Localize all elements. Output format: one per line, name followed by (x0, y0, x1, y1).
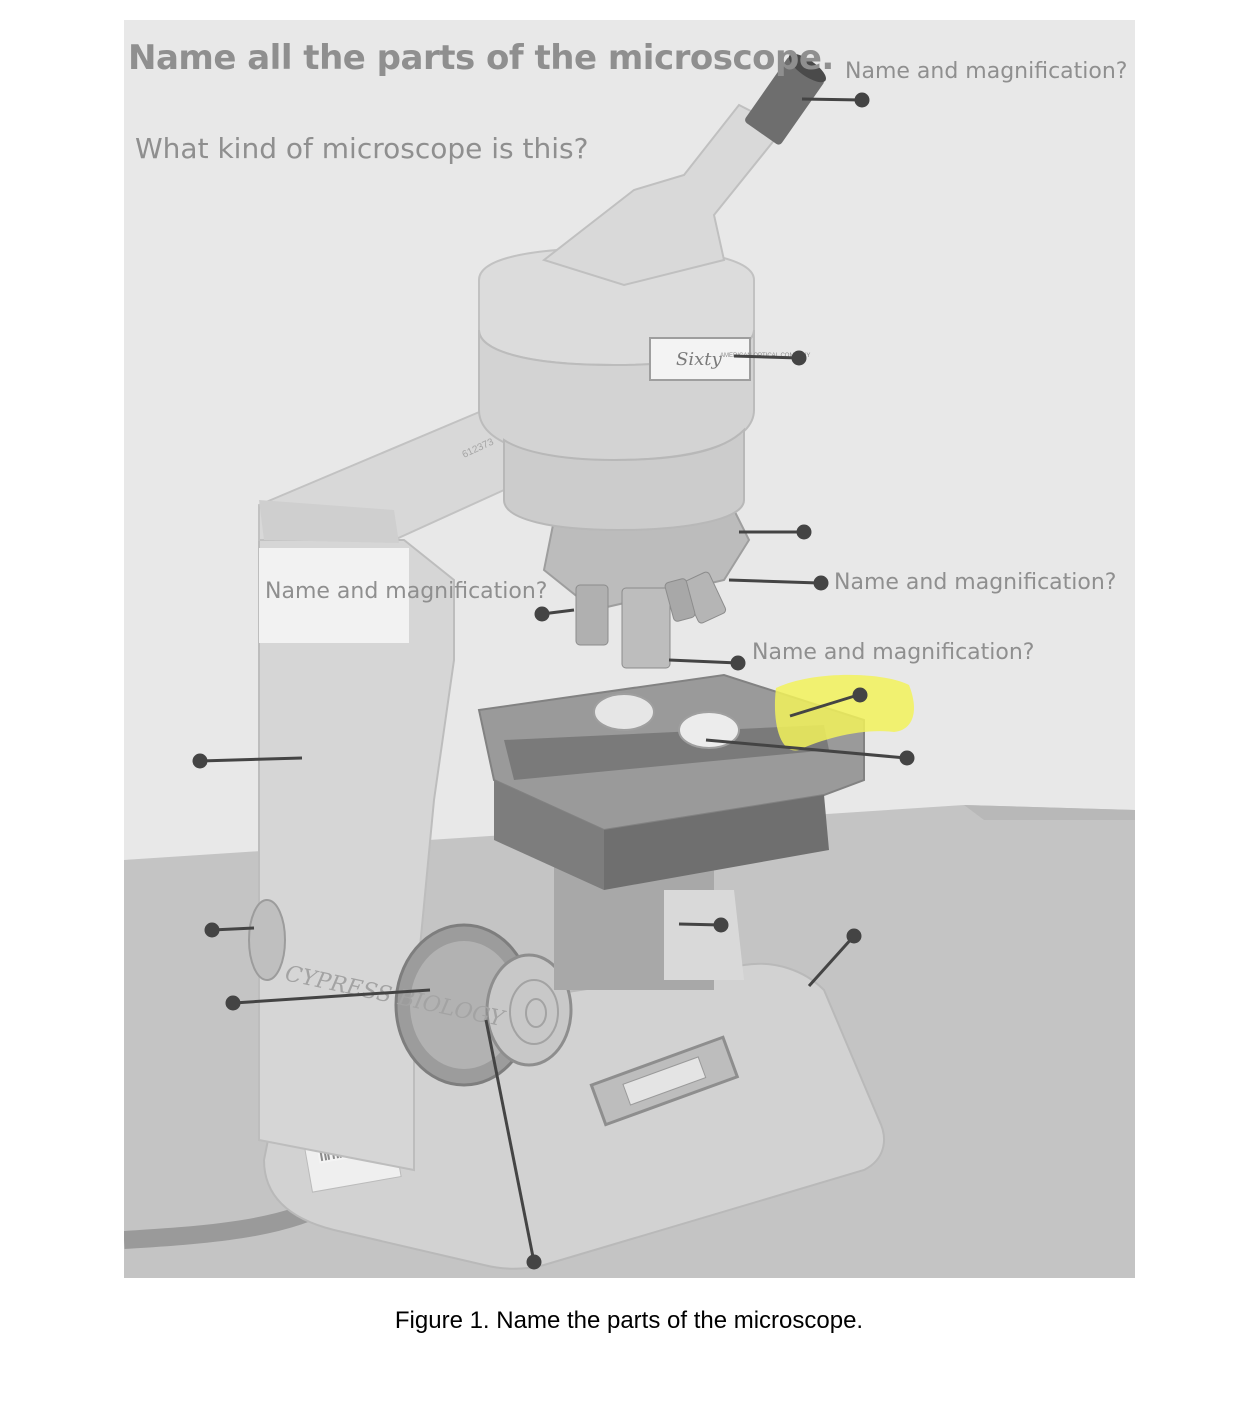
leader-base (807, 935, 855, 988)
callout-objective-center: Name and magnification? (752, 640, 1035, 665)
leader-objective-center (668, 658, 739, 665)
objective-oil (664, 578, 696, 622)
leader-fine-focus (484, 1019, 536, 1263)
left-focus-knob (248, 899, 286, 981)
leader-arm (199, 756, 303, 763)
stage-front-left (494, 780, 604, 890)
stage-clip-highlight (774, 674, 914, 751)
worksheet-question: What kind of microscope is this? (135, 132, 589, 165)
leader-dot-objective-left (534, 606, 550, 622)
stage-knob-2 (678, 711, 740, 749)
leader-dot-objective-right (813, 575, 829, 591)
figure-caption: Figure 1. Name the parts of the microsco… (394, 1307, 864, 1334)
leader-dot-eyepiece (854, 92, 870, 108)
leader-dot-nosepiece (796, 524, 812, 540)
base-plate (589, 1035, 740, 1127)
fine-focus-rings (509, 979, 559, 1045)
brand-plate (649, 337, 751, 381)
worksheet-title: Name all the parts of the microscope. (128, 38, 834, 78)
leader-dot-base (846, 928, 862, 944)
head-lower (503, 427, 745, 532)
leader-dot-arm (192, 753, 208, 769)
leader-dot-stage (899, 750, 915, 766)
leader-dot-left-knob (204, 922, 220, 938)
leader-dot-objective-center (730, 655, 746, 671)
leader-coarse-focus (233, 988, 431, 1005)
stage-knob-1 (593, 693, 655, 731)
leader-stage (705, 738, 907, 760)
fine-focus-knob (485, 953, 573, 1067)
eyepiece (745, 53, 827, 145)
stage-front-right (604, 795, 829, 890)
leader-dot-stage-clip (852, 687, 868, 703)
objective-high (621, 587, 671, 669)
leader-dot-condenser (713, 917, 729, 933)
callout-objective-right: Name and magnification? (834, 570, 1117, 595)
brand-script: Sixty (676, 349, 722, 370)
microscope-photo: Sixty AMERICAN OPTICAL COMPANY 612373 CY… (124, 20, 1135, 1278)
table-edge (964, 805, 1135, 820)
microscope-figure: Sixty AMERICAN OPTICAL COMPANY 612373 CY… (124, 20, 1135, 1278)
objective-low (575, 584, 609, 646)
mechanical-stage-rail (504, 725, 829, 780)
leader-objective-right (728, 578, 820, 585)
leader-head (733, 354, 800, 360)
leader-dot-head (791, 350, 807, 366)
arm-label-sticker (259, 548, 409, 643)
leader-dot-fine-focus (526, 1254, 542, 1270)
callout-eyepiece: Name and magnification? (845, 59, 1128, 84)
fine-focus-center (525, 998, 547, 1028)
condenser (664, 890, 744, 980)
leader-stage-clip (789, 693, 859, 718)
leader-lines (192, 92, 915, 1270)
leader-eyepiece (801, 97, 863, 102)
leader-dot-coarse-focus (225, 995, 241, 1011)
callout-objective-left: Name and magnification? (265, 579, 548, 604)
arm-top-front (259, 500, 399, 543)
